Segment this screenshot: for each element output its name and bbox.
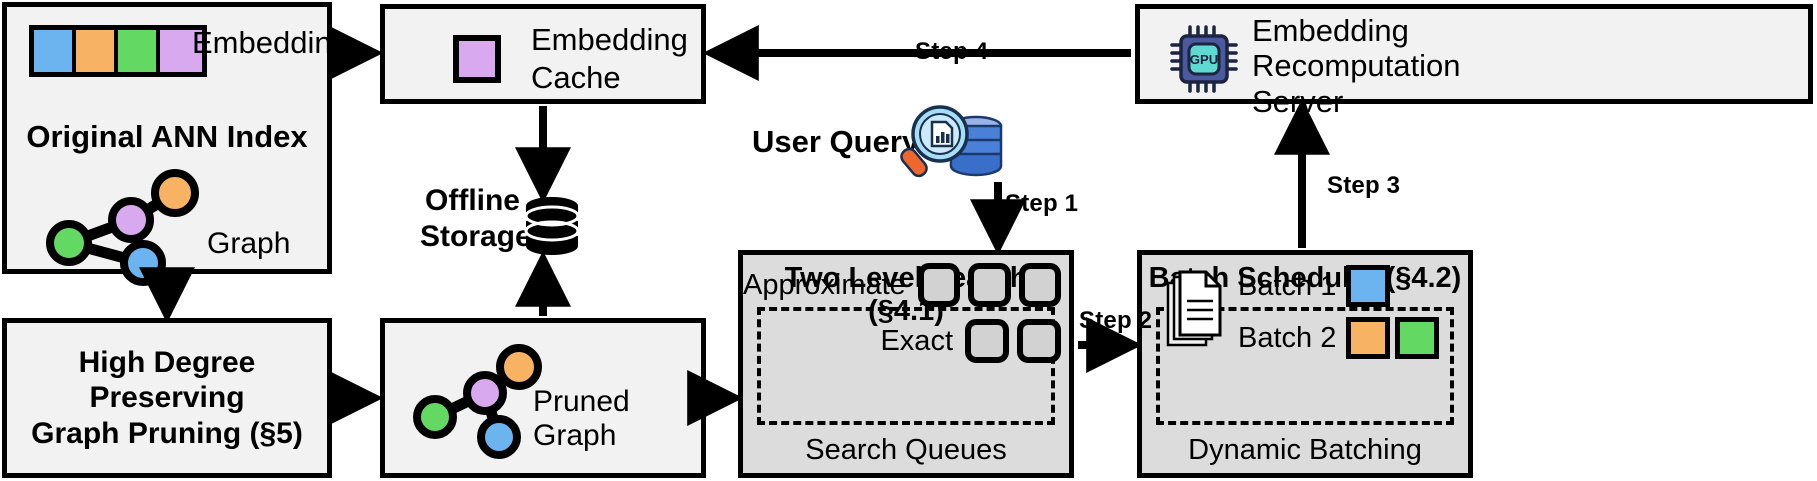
offline-storage-label: Offline Storage	[420, 183, 532, 255]
embedding-label: Embedding	[192, 25, 349, 60]
batch-2-label: Batch 2	[1238, 321, 1337, 354]
approximate-slot-1[interactable]	[917, 263, 961, 307]
search-queues-footer: Search Queues	[805, 434, 1007, 466]
step-3-label: Step 3	[1327, 172, 1401, 199]
ann-index-title: Original ANN Index	[26, 119, 308, 154]
step-4-label: Step 4	[915, 38, 989, 65]
pruned-graph-icon	[413, 344, 542, 459]
query-search-database-icon	[900, 105, 1003, 178]
embedding-swatch-3	[118, 30, 160, 72]
documents-stack-icon	[1166, 270, 1222, 347]
exact-queue-row: Exact	[743, 319, 1061, 363]
exact-slot-2[interactable]	[1017, 319, 1061, 363]
pruned-graph-label: Pruned Graph	[533, 385, 630, 452]
recomputation-server-label: Embedding Recomputation Server	[1252, 13, 1461, 119]
search-queues-dashed-region	[757, 307, 1055, 425]
offline-storage-line-1: Offline	[425, 184, 520, 217]
exact-label: Exact	[880, 324, 953, 357]
batch-1-swatch-1	[1346, 265, 1391, 307]
graph-label: Graph	[207, 227, 291, 260]
step-1-label: Step 1	[1005, 190, 1079, 217]
exact-slot-1[interactable]	[965, 319, 1009, 363]
approximate-label: Approximate	[743, 268, 906, 301]
recomputation-server-line-2: Recomputation	[1252, 48, 1461, 84]
batch-2-swatch-1	[1346, 317, 1391, 359]
approximate-slot-3[interactable]	[1018, 263, 1061, 307]
dynamic-batching-footer: Dynamic Batching	[1188, 434, 1422, 466]
approximate-queue-row: Approximate	[743, 263, 1061, 307]
embedding-swatch-1	[34, 30, 76, 72]
user-query-label: User Query	[752, 124, 920, 159]
offline-storage-line-2: Storage	[420, 220, 532, 253]
approximate-slot-2[interactable]	[968, 263, 1011, 307]
embedding-cache-box: Embedding Cache	[380, 4, 706, 104]
two-level-search-box: Two Level Search (§4.1) Approximate Exac…	[738, 250, 1074, 478]
embedding-cache-line-1: Embedding	[531, 22, 688, 57]
batch-2-row: Batch 2	[1238, 317, 1458, 359]
embedding-swatch-4	[160, 30, 202, 72]
graph-pruning-box: High Degree Preserving Graph Pruning (§5…	[2, 318, 332, 478]
database-cylinder-icon	[524, 197, 580, 255]
pruned-graph-box: Pruned Graph	[380, 318, 706, 478]
original-ann-index-box: Embedding Original ANN Index Graph	[2, 2, 349, 286]
embedding-swatch-row	[29, 25, 207, 77]
batch-1-row: Batch 1	[1238, 265, 1458, 307]
dynamic-batching-dashed-region	[1156, 307, 1454, 425]
batch-scheduler-box: Batch Scheduler (§4.2) Batch 1 Batch 2 D…	[1137, 250, 1473, 478]
step-2-label: Step 2	[1079, 307, 1153, 334]
embedding-cache-line-2: Cache	[531, 59, 621, 95]
pruning-line-2: Graph Pruning (§5)	[31, 416, 303, 450]
gpu-chip-icon: GPU	[1170, 25, 1238, 93]
batch-1-label: Batch 1	[1238, 269, 1337, 302]
recomputation-server-line-1: Embedding	[1252, 13, 1409, 48]
recomputation-server-line-3: Server	[1252, 83, 1344, 119]
embedding-recomputation-server-box: GPU Embedding Recomputation Server	[1135, 4, 1813, 119]
batch-2-swatch-2	[1395, 317, 1440, 359]
embedding-cache-label: Embedding Cache	[531, 21, 688, 97]
embedding-cache-swatch-icon	[453, 35, 501, 83]
original-graph-icon	[46, 169, 199, 286]
embedding-swatch-2	[76, 30, 118, 72]
gpu-icon-text: GPU	[1190, 52, 1218, 67]
pruning-line-1: High Degree Preserving	[78, 345, 256, 415]
